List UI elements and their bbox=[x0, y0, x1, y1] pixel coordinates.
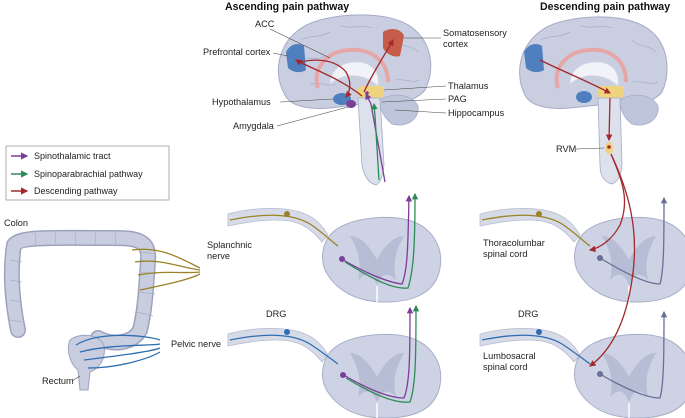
label-drg-left: DRG bbox=[266, 309, 286, 319]
ascending-output-upper-right bbox=[599, 196, 668, 285]
label-splanchnic-2: nerve bbox=[207, 251, 230, 261]
descending-pag-rvm bbox=[605, 97, 613, 142]
leader-hippocampus bbox=[394, 109, 447, 114]
limbic-arc-right bbox=[554, 47, 628, 89]
pelvic-afferent-lower-right bbox=[481, 334, 591, 365]
descending-rvm-to-thoracolumbar bbox=[588, 153, 626, 253]
label-somatosensory-2: cortex bbox=[443, 39, 468, 49]
colon-body bbox=[3, 229, 157, 351]
descending-loop-red-3 bbox=[299, 59, 352, 98]
label-rectum: Rectum bbox=[42, 376, 74, 386]
projection-neuron-lower-left bbox=[340, 372, 346, 378]
label-colon: Colon bbox=[4, 218, 28, 228]
descending-header: Descending pain pathway bbox=[540, 1, 670, 13]
label-splanchnic-1: Splanchnic bbox=[207, 240, 252, 250]
descending-top-loop bbox=[539, 59, 611, 94]
label-amygdala: Amygdala bbox=[233, 121, 275, 131]
ascending-thoracolumbar-section bbox=[227, 192, 442, 303]
descending-thoracolumbar-section bbox=[479, 196, 685, 303]
ascending-lumbosacral-section bbox=[227, 304, 442, 418]
legend: Spinothalamic tract Spinoparabrachial pa… bbox=[5, 145, 170, 201]
label-lumbosacral-1: Lumbosacral bbox=[483, 351, 536, 361]
drg-node-upper-right bbox=[536, 211, 542, 217]
drg-node-upper-left bbox=[284, 211, 290, 217]
prefrontal-region bbox=[286, 44, 306, 73]
leader-thalamus bbox=[383, 85, 447, 91]
label-thalamus: Thalamus bbox=[448, 81, 489, 91]
cord-grey-matter-lower-right bbox=[602, 353, 656, 402]
label-thoracolumbar-1: Thoracolumbar bbox=[483, 238, 545, 248]
spinoparabrachial-upper-left bbox=[344, 192, 419, 289]
leader-rectum bbox=[71, 375, 81, 382]
label-acc: ACC bbox=[255, 19, 275, 29]
descending-brain bbox=[519, 16, 668, 185]
drg-node-lower-right bbox=[536, 329, 542, 335]
legend-item-descending: Descending pathway bbox=[34, 186, 118, 196]
label-thoracolumbar-2: spinal cord bbox=[483, 249, 527, 259]
brain-gyri-right bbox=[539, 24, 659, 84]
nerve-band-upper-right bbox=[479, 207, 581, 243]
legend-item-spinoparabrachial: Spinoparabrachial pathway bbox=[34, 169, 143, 179]
leader-hypothalamus bbox=[279, 98, 334, 103]
leader-pag bbox=[381, 98, 447, 103]
cord-grey-matter-lower-left bbox=[350, 353, 404, 402]
label-lumbosacral-2: spinal cord bbox=[483, 362, 527, 372]
prefrontal-region-right bbox=[524, 44, 544, 73]
colon bbox=[3, 229, 157, 391]
spinothalamic-lower-left bbox=[341, 306, 414, 399]
splanchnic-afferent-upper-right bbox=[481, 214, 591, 247]
label-prefrontal: Prefrontal cortex bbox=[203, 47, 271, 57]
amygdala-region bbox=[346, 100, 356, 108]
pelvic-nerve bbox=[75, 334, 161, 369]
colon-fill bbox=[5, 231, 155, 349]
splanchnic-afferent-upper-left bbox=[229, 214, 339, 247]
nerve-band-lower-left bbox=[227, 327, 329, 363]
spinoparabrachial-ascending bbox=[371, 102, 380, 181]
ascending-header: Ascending pain pathway bbox=[225, 1, 349, 13]
cord-grey-matter-upper-right bbox=[602, 236, 656, 285]
thalamus-region-right bbox=[598, 86, 624, 98]
projection-neuron-upper-right bbox=[597, 255, 603, 261]
label-hippocampus: Hippocampus bbox=[448, 108, 505, 118]
leader-acc bbox=[269, 28, 331, 59]
ascending-brain-labels: ACC Prefrontal cortex Somatosensory cort… bbox=[203, 19, 507, 131]
label-drg-right: DRG bbox=[518, 309, 538, 319]
label-hypothalamus: Hypothalamus bbox=[212, 97, 271, 107]
ascending-brain bbox=[277, 14, 432, 186]
leader-rvm bbox=[575, 147, 605, 150]
projection-neuron-upper-left bbox=[339, 256, 345, 262]
thalamus-node bbox=[365, 91, 369, 95]
limbic-arc bbox=[314, 47, 390, 89]
descending-loop-red-2 bbox=[363, 39, 394, 93]
brainstem bbox=[357, 97, 385, 186]
label-somatosensory-1: Somatosensory bbox=[443, 28, 507, 38]
hypothalamus-region-right bbox=[576, 91, 592, 103]
splanchnic-nerve bbox=[131, 248, 201, 291]
drg-node-lower-left bbox=[284, 329, 290, 335]
thalamus-region bbox=[358, 86, 384, 98]
ascending-output-lower-right bbox=[599, 310, 668, 399]
label-pag: PAG bbox=[448, 94, 467, 104]
spinothalamic-ascending bbox=[365, 93, 386, 183]
leader-amygdala bbox=[276, 106, 349, 127]
label-rvm: RVM bbox=[556, 144, 576, 154]
pelvic-afferent-lower-left bbox=[229, 334, 339, 365]
cerebellum-right bbox=[619, 94, 659, 126]
rectum bbox=[67, 334, 105, 391]
leader-prefrontal bbox=[272, 52, 289, 57]
brain-gyri bbox=[299, 24, 421, 86]
descending-rvm-to-lumbosacral bbox=[589, 153, 636, 367]
legend-box bbox=[5, 145, 170, 201]
spinoparabrachial-lower-left bbox=[345, 304, 420, 403]
legend-item-spinothalamic: Spinothalamic tract bbox=[34, 151, 111, 161]
nerve-band-upper-left bbox=[227, 207, 329, 243]
spinothalamic-upper-left bbox=[339, 194, 413, 285]
projection-neuron-lower-right bbox=[597, 371, 603, 377]
rvm-node bbox=[607, 145, 611, 149]
label-pelvic: Pelvic nerve bbox=[171, 339, 221, 349]
